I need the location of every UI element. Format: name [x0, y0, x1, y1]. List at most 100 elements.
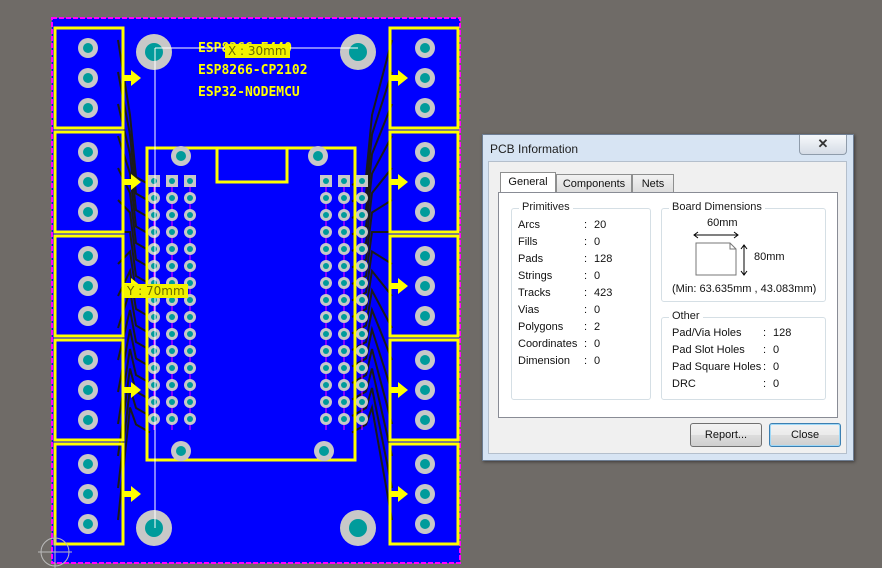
board-dimensions-caption: Board Dimensions [669, 201, 765, 213]
header-hole [341, 348, 347, 354]
primitive-row: Coordinates:0 [512, 336, 650, 353]
header-hole [187, 416, 193, 422]
header-hole [187, 178, 193, 184]
tab-general[interactable]: General [500, 172, 556, 193]
header-hole [151, 348, 157, 354]
terminal-hole [420, 415, 430, 425]
primitive-row: Pads:128 [512, 251, 650, 268]
other-row: Pad Square Holes:0 [662, 359, 825, 376]
header-hole [323, 365, 329, 371]
measure-x-label: X : 30mm [225, 44, 290, 58]
board-height: 80mm [754, 251, 785, 263]
terminal-hole [83, 415, 93, 425]
header-hole [169, 195, 175, 201]
primitive-row: Fills:0 [512, 234, 650, 251]
board-outline [51, 17, 461, 564]
header-hole [341, 314, 347, 320]
colon-separator: : [763, 361, 767, 373]
header-hole [187, 365, 193, 371]
mounting-hole-drill [145, 43, 163, 61]
header-hole [151, 263, 157, 269]
board-dimension-icon [693, 231, 748, 276]
header-hole [187, 280, 193, 286]
header-hole [341, 178, 347, 184]
colon-separator: : [584, 355, 588, 367]
terminal-hole [420, 73, 430, 83]
silkscreen-layer [145, 146, 357, 462]
terminal-hole [420, 311, 430, 321]
close-icon[interactable]: ✕ [799, 135, 847, 155]
header-hole [341, 212, 347, 218]
header-pins [148, 146, 368, 461]
board-width: 60mm [707, 217, 738, 229]
mounting-hole-drill [145, 519, 163, 537]
terminal-hole [420, 103, 430, 113]
header-hole [323, 348, 329, 354]
primitive-label: Dimension [518, 355, 570, 367]
usb-outline [215, 146, 289, 184]
header-hole [359, 212, 365, 218]
origin-marker [38, 535, 72, 568]
tab-nets[interactable]: Nets [632, 174, 674, 193]
board-min-dimensions: (Min: 63.635mm , 43.083mm) [672, 283, 817, 295]
primitive-row: Vias:0 [512, 302, 650, 319]
header-hole [187, 229, 193, 235]
header-hole [359, 416, 365, 422]
terminal-hole [83, 251, 93, 261]
header-hole [359, 399, 365, 405]
header-hole [187, 382, 193, 388]
other-label: DRC [672, 378, 696, 390]
arrow-icon [390, 174, 408, 190]
header-hole [151, 314, 157, 320]
terminal-hole [83, 311, 93, 321]
primitive-value: 128 [594, 253, 613, 265]
primitive-value: 0 [594, 236, 601, 248]
close-button[interactable]: Close [769, 423, 841, 447]
header-hole [169, 382, 175, 388]
header-hole [169, 416, 175, 422]
tab-components[interactable]: Components [556, 174, 632, 193]
primitive-row: Strings:0 [512, 268, 650, 285]
colon-separator: : [584, 270, 588, 282]
header-hole [169, 246, 175, 252]
header-hole [359, 229, 365, 235]
mounting-holes [136, 34, 376, 546]
primitive-value: 2 [594, 321, 601, 333]
arrow-icon [123, 382, 141, 398]
header-hole [151, 416, 157, 422]
header-hole [169, 314, 175, 320]
module-hole [176, 446, 186, 456]
header-hole [169, 263, 175, 269]
report-button[interactable]: Report... [690, 423, 762, 447]
header-hole [341, 195, 347, 201]
primitive-value: 20 [594, 219, 607, 231]
header-hole [341, 263, 347, 269]
header-hole [341, 399, 347, 405]
mounting-hole-drill [349, 519, 367, 537]
header-hole [187, 195, 193, 201]
primitive-row: Tracks:423 [512, 285, 650, 302]
header-hole [323, 280, 329, 286]
primitive-label: Vias [518, 304, 540, 316]
header-hole [187, 348, 193, 354]
terminal-hole [83, 177, 93, 187]
terminal-hole [420, 459, 430, 469]
measure-y-label: Y : 70mm [124, 284, 188, 298]
header-hole [169, 331, 175, 337]
terminal-hole [420, 43, 430, 53]
header-hole [359, 263, 365, 269]
header-hole [323, 297, 329, 303]
header-hole [151, 246, 157, 252]
terminal-hole [83, 103, 93, 113]
header-hole [151, 399, 157, 405]
primitive-value: 0 [594, 270, 601, 282]
arrow-icon [390, 486, 408, 502]
header-hole [187, 331, 193, 337]
header-hole [151, 212, 157, 218]
other-row: DRC:0 [662, 376, 825, 393]
silk-text-2: ESP8266-CP2102 [198, 63, 308, 78]
module-hole [319, 446, 329, 456]
pcb-canvas[interactable]: ESP8266-F440 ESP8266-CP2102 ESP32-NODEMC… [0, 0, 470, 568]
header-hole [187, 246, 193, 252]
